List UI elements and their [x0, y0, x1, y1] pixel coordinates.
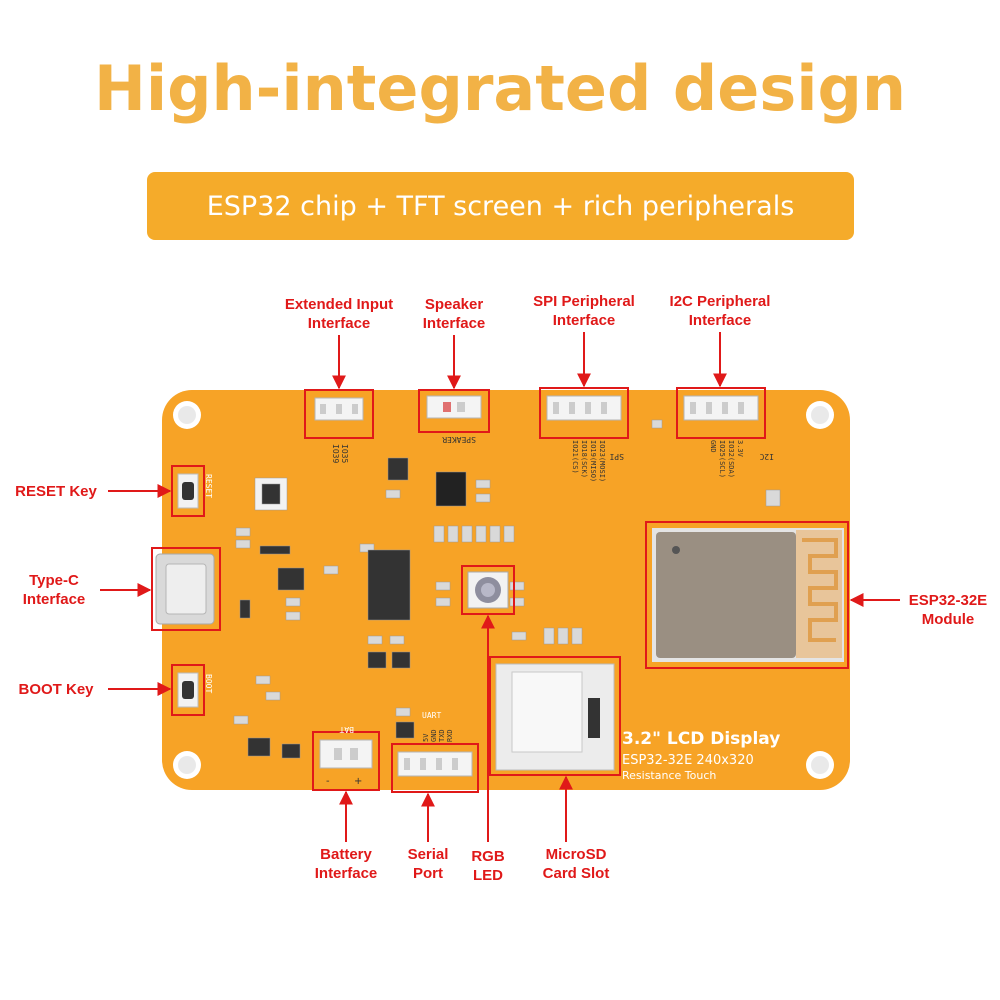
mounting-holes [173, 401, 834, 779]
spi-pin-4: IO21(CS) [571, 440, 579, 474]
bat-plus-silk: + [354, 776, 362, 787]
subtitle-banner: ESP32 chip + TFT screen + rich periphera… [147, 172, 854, 240]
i2c-pin-4: GND [709, 440, 717, 453]
io39-label: IO39 [331, 444, 340, 463]
i2c-pin-1: 3.3V [736, 440, 744, 458]
speaker-connector [418, 389, 490, 433]
uart-pin-2: TXD [438, 729, 446, 742]
type-c-port [151, 547, 221, 631]
i2c-silk: I2C [759, 452, 774, 461]
bat-minus-silk: - [326, 776, 330, 787]
reset-key [171, 465, 205, 517]
subtitle-text: ESP32 chip + TFT screen + rich periphera… [206, 190, 795, 222]
spi-pin-2: IO19(MISO) [589, 440, 597, 482]
i2c-pin-3: IO25(SCL) [718, 440, 726, 478]
uart-pin-1: RXD [446, 729, 454, 742]
boot-key-label: BOOT Key [18, 681, 94, 698]
reset-key-label: RESET Key [15, 483, 97, 500]
callout-arrows [100, 332, 900, 842]
i2c-pin-2: IO32(SDA) [727, 440, 735, 478]
spi-pin-1: IO23(MOSI) [598, 440, 606, 482]
speaker-silk: SPEAKER [442, 435, 476, 444]
uart-silk: UART [422, 711, 441, 720]
headline-title: High-integrated design [93, 52, 907, 125]
smd-components [233, 419, 781, 759]
battery-connector [312, 731, 380, 791]
microsd-slot [489, 656, 621, 776]
spi-silk: SPI [609, 452, 624, 461]
serial-port-connector [391, 743, 479, 793]
rgb-led [461, 565, 515, 615]
lcd-model: ESP32-32E 240x320 [622, 753, 754, 768]
i2c-connector [676, 387, 766, 439]
reset-silk: RESET [204, 474, 213, 498]
io35-label: IO35 [340, 444, 349, 463]
lcd-touch: Resistance Touch [622, 769, 716, 782]
esp32-module [645, 521, 849, 669]
boot-key [171, 664, 205, 716]
lcd-title: 3.2" LCD Display [622, 729, 780, 749]
spi-connector [539, 387, 629, 439]
extended-input-connector [304, 389, 374, 439]
spi-pin-3: IO18(SCK) [580, 440, 588, 478]
bat-silk: BAT [339, 725, 354, 734]
uart-pin-3: GND [430, 729, 438, 742]
boot-silk: BOOT [204, 674, 213, 693]
uart-pin-4: 5V [422, 733, 430, 742]
